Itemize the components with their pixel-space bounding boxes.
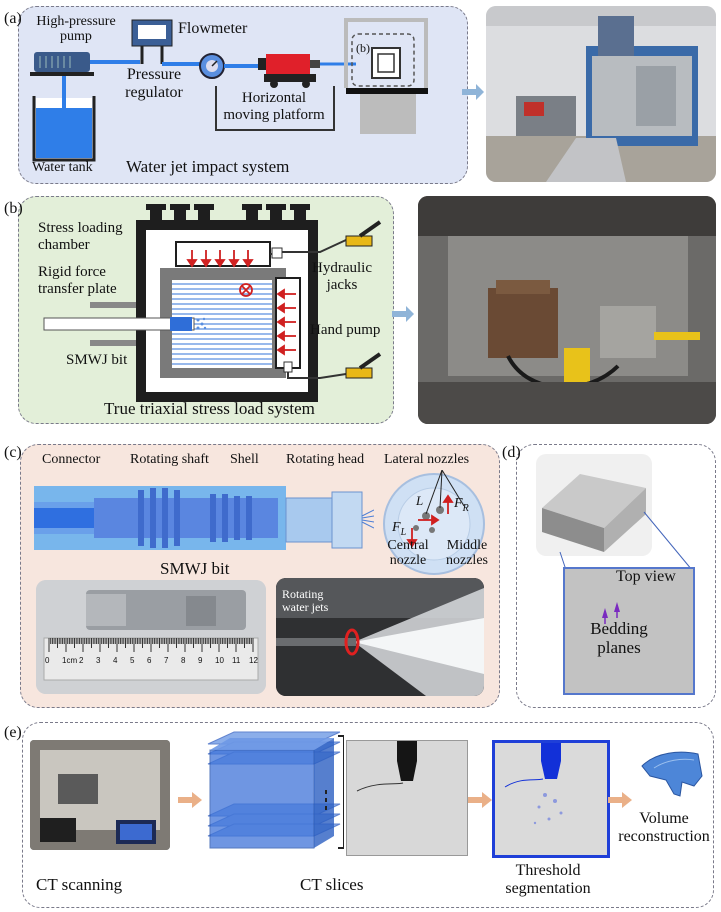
central-nozzle-icon — [413, 525, 419, 531]
tank-label: Water tank — [32, 160, 93, 175]
smwj-bit-icon — [170, 317, 192, 331]
pump-label: High-pressure pump — [36, 14, 116, 45]
photo-rotating-jets — [276, 578, 484, 696]
connector-label: Connector — [42, 452, 101, 467]
central-label: Central nozzle — [387, 538, 429, 569]
panel-b-letter: (b) — [4, 200, 23, 217]
middle-label: Middle nozzles — [446, 538, 488, 569]
loading-chamber-icon — [344, 18, 428, 134]
shaft-label: Rotating shaft — [130, 452, 209, 467]
photo-triaxial-rig — [418, 196, 716, 424]
out-of-plane-stress-icon — [239, 283, 253, 297]
ruler-tick-label: 3 — [96, 656, 101, 665]
panel-b-caption: True triaxial stress load system — [104, 399, 315, 418]
force-l-subscript: L — [400, 526, 407, 538]
chamber-label: Stress loading chamber — [38, 220, 123, 253]
arrow-b-icon — [392, 306, 414, 322]
plate-label: Rigid force transfer plate — [38, 264, 117, 297]
ruler-tick-label: 5 — [130, 656, 135, 665]
photo-jet-equipment — [486, 6, 716, 182]
force-l-symbol: F — [392, 520, 401, 535]
platform-label: Horizontal moving platform — [223, 90, 325, 123]
smwj-bit-cross-section — [34, 486, 374, 550]
ct-slices-label: CT slices — [300, 875, 364, 894]
ct-slice-image — [346, 740, 468, 856]
force-r-label: FR — [454, 496, 469, 514]
rotating-head-icon — [285, 497, 333, 543]
ruler-tick-label: 12 — [249, 656, 258, 665]
bedding-arrows — [602, 602, 620, 624]
ruler-tick-label: 8 — [181, 656, 186, 665]
rotating-jets-label: Rotating water jets — [282, 587, 329, 615]
ruler-ticks — [48, 638, 254, 652]
lateral-nozzle-icon — [422, 512, 430, 520]
ruler-tick-label: 11 — [232, 656, 241, 665]
b-reference-tag: (b) — [356, 41, 370, 55]
top-stress-arrows — [186, 250, 254, 268]
rotating-shaft-icon — [94, 488, 278, 548]
force-r-symbol: F — [454, 496, 463, 511]
ruler-tick-label: 10 — [215, 656, 224, 665]
arrow-a-icon — [462, 84, 484, 100]
ct-scan-label: CT scanning — [36, 875, 123, 894]
panel-a-letter: (a) — [4, 10, 22, 27]
threshold-label: Threshold segmentation — [505, 862, 591, 897]
ruler-tick-label: 1cm — [62, 656, 78, 665]
panel-c-caption: SMWJ bit — [160, 559, 230, 578]
water-jet-system-schematic — [30, 18, 428, 162]
flowmeter-icon — [199, 53, 225, 79]
panel-e-letter: (e) — [4, 724, 22, 741]
shell-label: Shell — [230, 452, 259, 467]
pressure-regulator-icon — [131, 19, 173, 64]
hand-pump-icon — [345, 220, 382, 379]
threshold-image — [492, 740, 610, 858]
volume-label: Volume reconstruction — [618, 810, 710, 845]
force-r-subscript: R — [462, 502, 469, 514]
side-stress-arrows — [276, 288, 296, 356]
regulator-label: Pressure regulator — [125, 66, 183, 101]
handpump-label: Hand pump — [310, 322, 381, 338]
triaxial-system-schematic — [43, 204, 382, 402]
head-label: Rotating head — [286, 452, 365, 467]
lateral-nozzle-icon — [436, 506, 444, 514]
ruler-tick-label: 0 — [45, 656, 50, 665]
flowmeter-label: Flowmeter — [178, 20, 248, 37]
ruler-tick-label: 2 — [79, 656, 84, 665]
ruler-tick-label: 4 — [113, 656, 118, 665]
arrow-e3-icon — [608, 792, 632, 808]
rock-sample-views — [536, 454, 695, 695]
lateral-label: Lateral nozzles — [384, 452, 470, 467]
jacks-label: Hydraulic jacks — [312, 260, 372, 293]
ruler-tick-label: 7 — [164, 656, 169, 665]
bit-label: SMWJ bit — [66, 352, 128, 368]
panel-a-caption: Water jet impact system — [126, 157, 290, 176]
length-symbol: L — [416, 493, 424, 508]
volume-model-icon — [641, 751, 703, 797]
moving-platform-icon — [215, 54, 335, 131]
panel-c-letter: (c) — [4, 444, 22, 461]
ct-slices-stack — [207, 731, 344, 849]
ruler-tick-label: 9 — [198, 656, 203, 665]
middle-nozzle-icon — [429, 527, 435, 533]
force-l-label: FL — [392, 520, 406, 538]
bedding-label: Bedding planes — [590, 619, 648, 657]
arrow-e1-icon — [178, 792, 202, 808]
top-view-label: Top view — [616, 568, 676, 585]
photo-ct-scanner — [30, 740, 170, 850]
nozzle-face-diagram — [383, 470, 485, 575]
panel-d-letter: (d) — [502, 444, 521, 461]
ruler-tick-label: 6 — [147, 656, 152, 665]
pump-icon — [30, 52, 94, 76]
arrow-e2-icon — [468, 792, 492, 808]
